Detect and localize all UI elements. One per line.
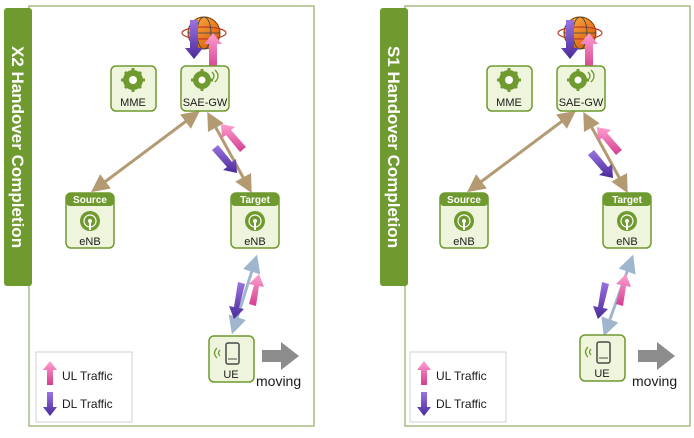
- ul-arrow-icon: [43, 361, 57, 385]
- panel-title: X2 Handover Completion: [8, 46, 27, 248]
- dl-arrow-icon: [593, 282, 609, 319]
- panel-x2: X2 Handover Completion MME: [4, 0, 349, 438]
- dl-arrow-icon: [229, 282, 245, 319]
- link-sgw-target: [583, 111, 628, 194]
- link-target-ue: [228, 254, 261, 335]
- gear-icon: [121, 68, 145, 92]
- ul-arrow-icon: [204, 33, 222, 70]
- title-bar: [380, 8, 408, 286]
- source-enb-node: Source eNB: [439, 192, 489, 249]
- dl-arrow-icon: [561, 20, 579, 59]
- ul-arrow-icon: [221, 124, 246, 152]
- source-label: eNB: [79, 236, 100, 248]
- diagram-x2: X2 Handover Completion MME: [4, 5, 315, 427]
- sgw-node: SAE-GW: [556, 65, 606, 112]
- antenna-icon: [80, 211, 100, 231]
- legend: UL Traffic DL Traffic: [35, 351, 133, 423]
- mme-node: MME: [110, 65, 157, 112]
- legend-dl: DL Traffic: [436, 397, 487, 411]
- ue-label: UE: [594, 368, 609, 380]
- phone-icon: [213, 342, 240, 365]
- mme-label: MME: [496, 97, 522, 109]
- dl-arrow-icon: [588, 150, 613, 178]
- sgw-node: SAE-GW: [180, 65, 230, 112]
- target-enb-node: Target eNB: [230, 192, 280, 249]
- legend-ul: UL Traffic: [62, 369, 113, 383]
- antenna-icon: [617, 211, 637, 231]
- ul-arrow-icon: [616, 274, 631, 306]
- ue-node: UE: [208, 335, 255, 383]
- link-sgw-target: [207, 111, 252, 194]
- target-enb-node: Target eNB: [602, 192, 652, 249]
- target-label: eNB: [616, 236, 637, 248]
- panel-title: S1 Handover Completion: [384, 46, 403, 248]
- mme-node: MME: [486, 65, 533, 112]
- title-bar: [4, 8, 32, 286]
- ue-node: UE: [579, 334, 626, 382]
- ue-label: UE: [223, 369, 238, 381]
- moving-label: moving: [632, 373, 677, 389]
- ul-arrow-icon: [417, 361, 431, 385]
- ul-arrow-icon: [249, 274, 264, 306]
- sgw-label: SAE-GW: [559, 97, 604, 109]
- legend-ul: UL Traffic: [436, 369, 487, 383]
- source-label: eNB: [453, 236, 474, 248]
- gear-icon: [497, 68, 521, 92]
- legend: UL Traffic DL Traffic: [409, 351, 507, 423]
- panel-s1: S1 Handover Completion MME: [380, 0, 692, 438]
- ul-arrow-icon: [597, 127, 622, 155]
- diagram-s1: S1 Handover Completion MME: [380, 5, 691, 427]
- moving-arrow-icon: [262, 342, 299, 370]
- mme-label: MME: [120, 97, 146, 109]
- moving-label: moving: [256, 373, 301, 389]
- source-tag: Source: [447, 195, 481, 206]
- gear-icon: [567, 69, 595, 91]
- antenna-icon: [245, 211, 265, 231]
- dl-arrow-icon: [417, 392, 431, 416]
- target-tag: Target: [612, 195, 642, 206]
- gear-icon: [191, 69, 219, 91]
- target-tag: Target: [240, 195, 270, 206]
- legend-dl: DL Traffic: [62, 397, 113, 411]
- ul-arrow-icon: [580, 33, 598, 70]
- dl-arrow-icon: [43, 392, 57, 416]
- antenna-icon: [454, 211, 474, 231]
- phone-icon: [584, 341, 611, 364]
- source-enb-node: Source eNB: [65, 192, 115, 249]
- link-sgw-source: [91, 110, 200, 193]
- link-sgw-source: [467, 110, 576, 193]
- dl-arrow-icon: [212, 145, 237, 173]
- source-tag: Source: [73, 195, 107, 206]
- sgw-label: SAE-GW: [183, 97, 228, 109]
- target-label: eNB: [244, 236, 265, 248]
- moving-arrow-icon: [638, 342, 675, 370]
- dl-arrow-icon: [185, 20, 203, 59]
